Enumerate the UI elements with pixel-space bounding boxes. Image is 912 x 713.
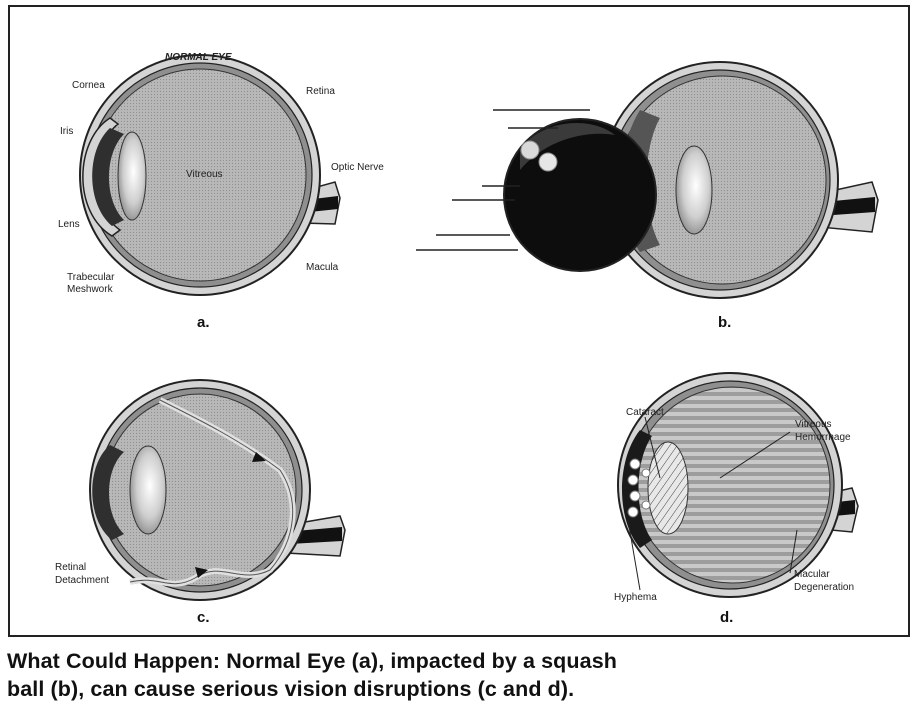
figure-caption: What Could Happen: Normal Eye (a), impac…	[7, 647, 907, 703]
panel-letter-d: d.	[720, 609, 733, 626]
panel-letter-c: c.	[197, 609, 210, 626]
caption-line-2: ball (b), can cause serious vision disru…	[7, 675, 907, 703]
label-vitreous-d: Vitreous	[795, 419, 832, 430]
label-detachment: Detachment	[55, 575, 109, 586]
figure-title: NORMAL EYE	[165, 52, 232, 63]
label-retina: Retina	[306, 86, 335, 97]
label-iris: Iris	[60, 126, 73, 137]
panel-letter-a: a.	[197, 314, 210, 331]
cataract-lens	[648, 442, 688, 534]
label-degeneration: Degeneration	[794, 582, 854, 593]
label-trabecular: Trabecular	[67, 272, 115, 283]
lens-b	[676, 146, 712, 234]
label-lens: Lens	[58, 219, 80, 230]
label-cataract: Cataract	[626, 407, 664, 418]
lens-a	[118, 132, 146, 220]
panel-letter-b: b.	[718, 314, 731, 331]
label-cornea: Cornea	[72, 80, 105, 91]
squash-ball	[416, 110, 656, 271]
caption-line-1: What Could Happen: Normal Eye (a), impac…	[7, 647, 907, 675]
label-hyphema: Hyphema	[614, 592, 657, 603]
label-macular: Macular	[794, 569, 830, 580]
label-vitreous: Vitreous	[186, 169, 223, 180]
label-hemorrhage: Hemorrhage	[795, 432, 851, 443]
label-meshwork: Meshwork	[67, 284, 114, 295]
label-optic-nerve: Optic Nerve	[331, 162, 384, 173]
lens-c	[130, 446, 166, 534]
eye-c	[90, 380, 345, 600]
label-macula: Macula	[306, 262, 339, 273]
label-retinal: Retinal	[55, 562, 86, 573]
